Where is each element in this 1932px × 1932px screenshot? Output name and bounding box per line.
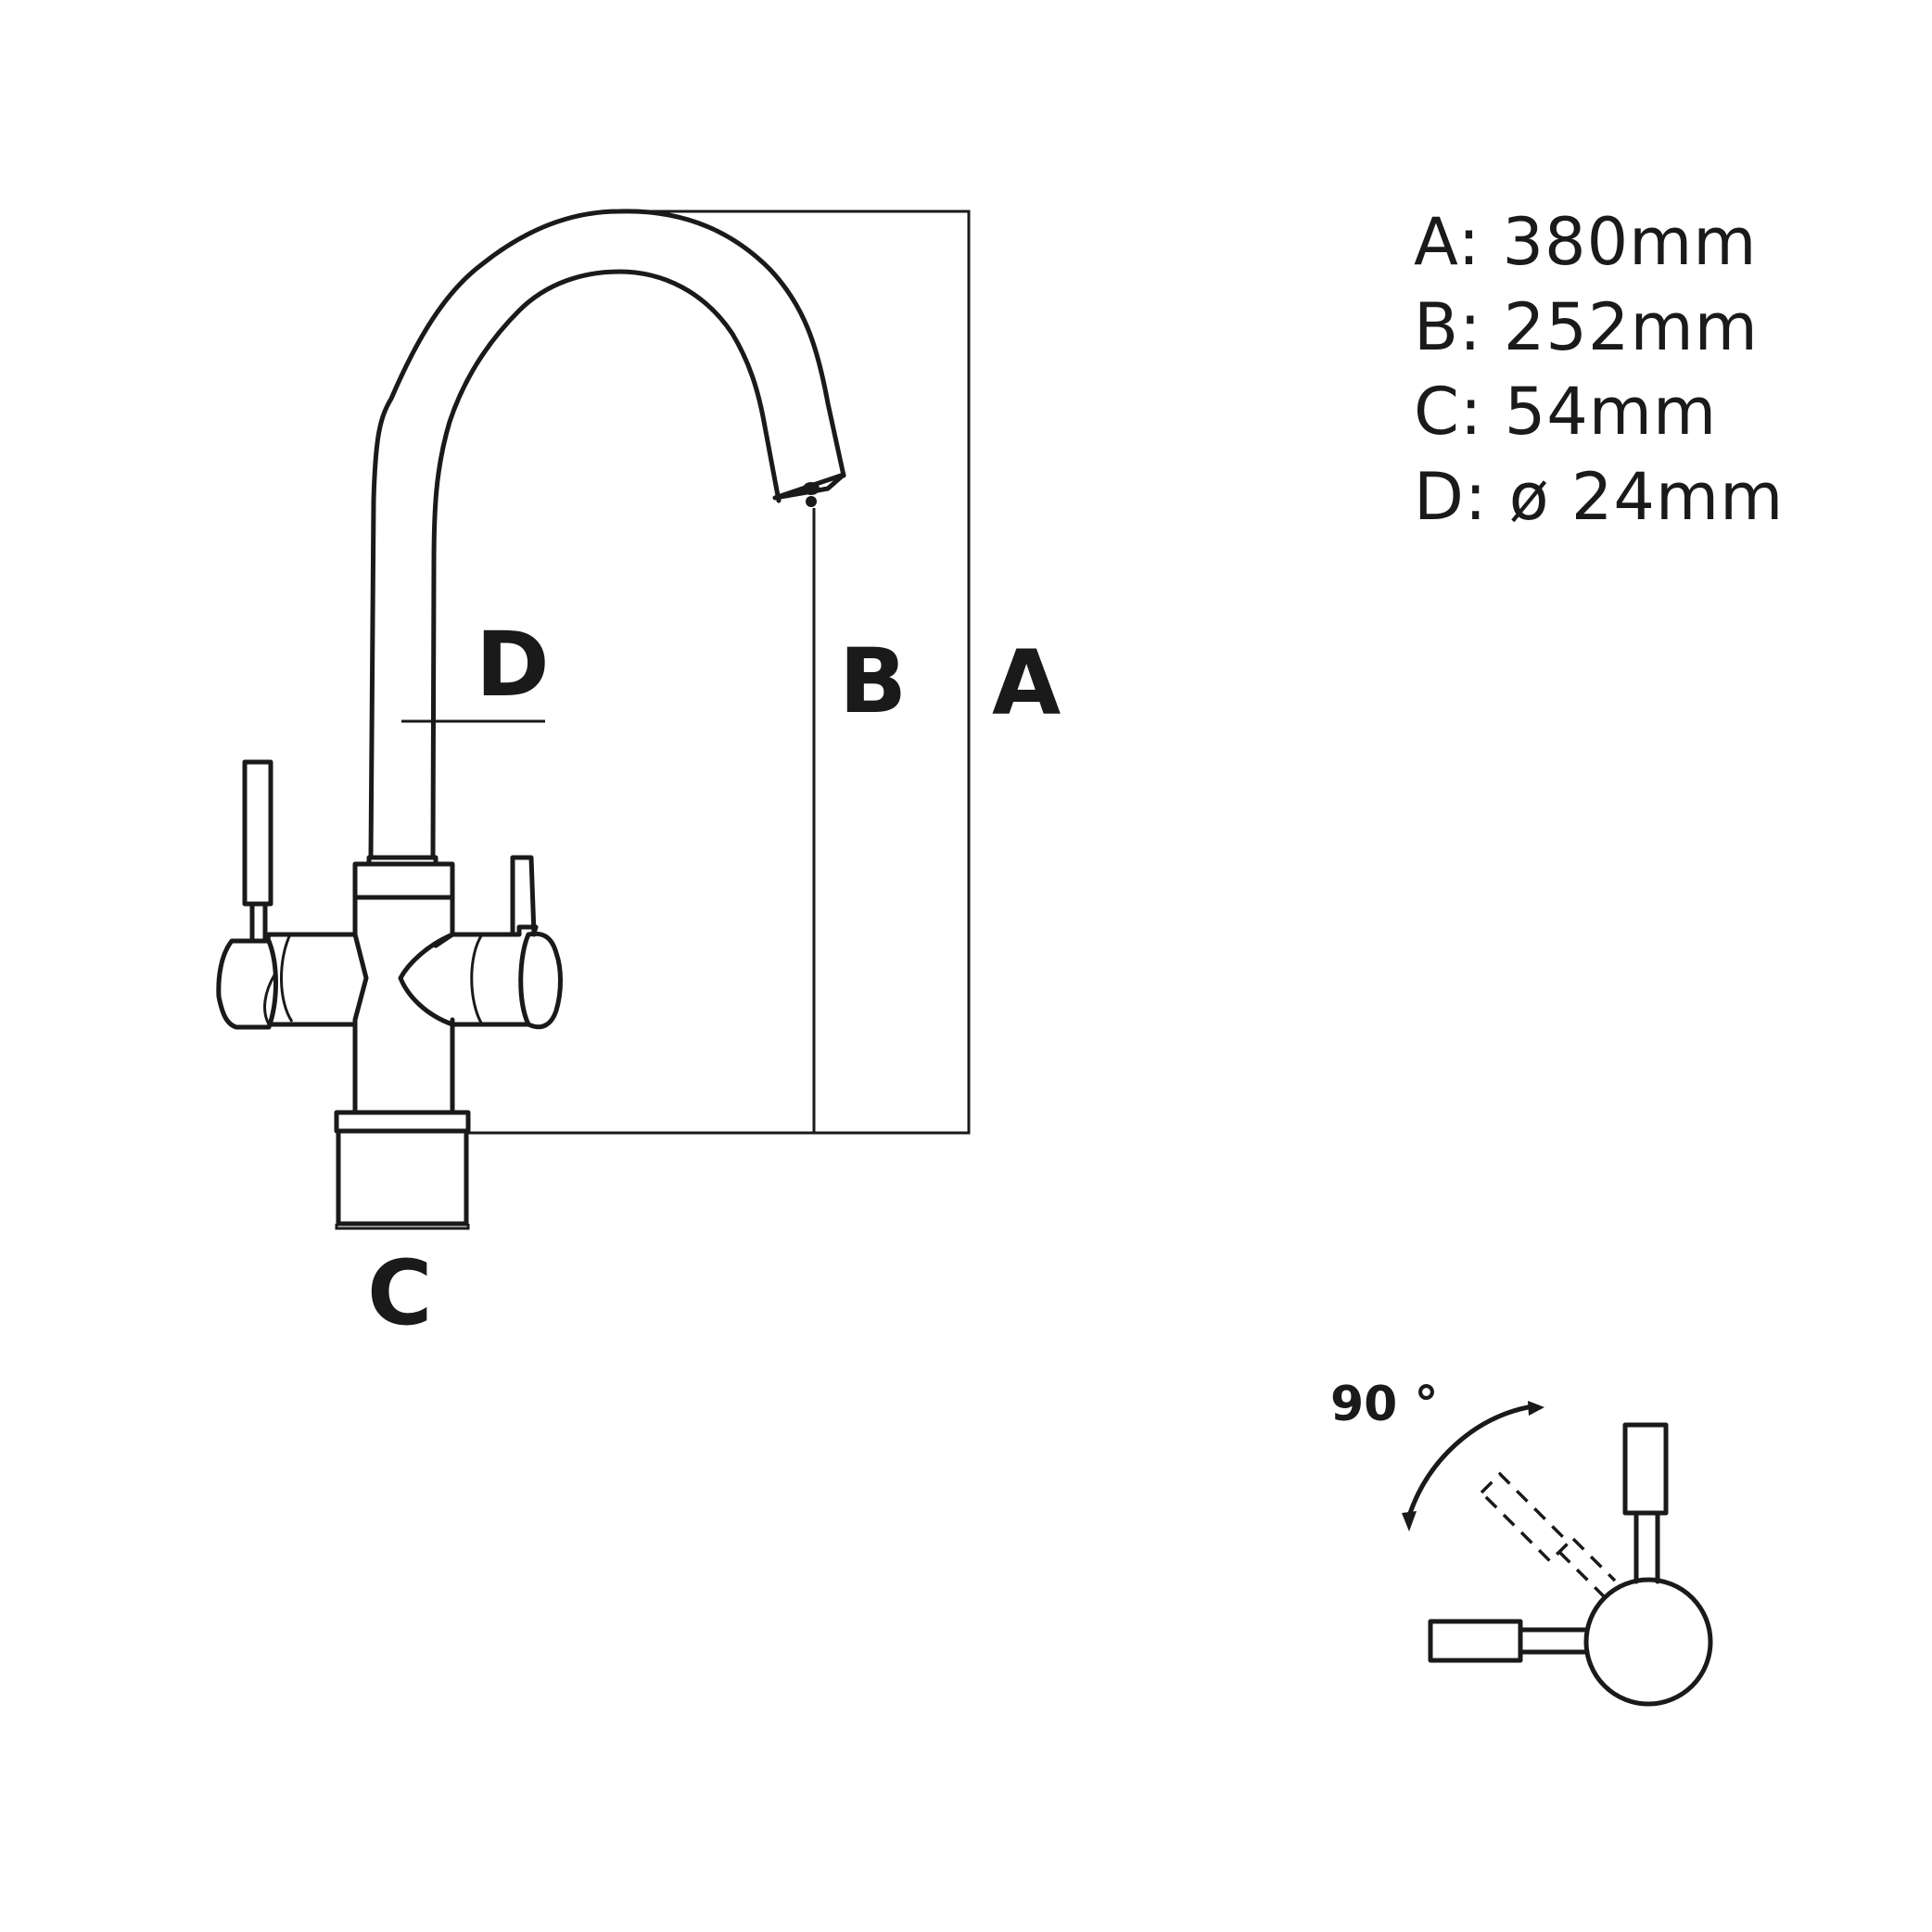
left-lever-stem [249,901,268,944]
aerator-dot [803,482,820,495]
left-handle-cap [216,938,278,1030]
label-B: B [839,629,907,733]
valve-hub-circle [1583,1577,1713,1707]
dimension-lines [335,210,971,1230]
right-valve-ring [470,934,484,1025]
label-D: D [476,613,550,717]
lever-up-stem [1633,1510,1660,1584]
dim-line-A [468,210,971,1135]
left-handle-cap-notch [263,972,277,1025]
faucet-drawing [216,209,846,1227]
arrowhead-start-icon [1402,1511,1417,1532]
lever-rotated-dashed-outline [1479,1471,1571,1564]
spec-A: A: 380mm [1414,204,1757,280]
rotation-arc-arrow [1406,1405,1531,1519]
base-mount [336,1128,469,1227]
lever-up-handle [1622,1422,1669,1516]
label-A: A [992,631,1061,735]
right-valve-cone [398,932,455,1027]
spec-C: C: 54mm [1414,374,1717,450]
spec-B: B: 252mm [1414,289,1759,365]
spout-outer-outline [368,209,846,860]
spec-D: D: ø 24mm [1414,459,1784,535]
spout-inner-outline [430,269,782,860]
arrowhead-end-icon [1528,1401,1544,1416]
rotation-angle-label: 90 ° [1330,1377,1438,1432]
rotation-diagram: 90 ° [1330,1377,1713,1707]
right-handle-cap [518,931,563,1030]
lever-left-stem [1518,1627,1590,1655]
body-top-cap [352,861,455,900]
dim-line-C [335,1224,470,1230]
label-C: C [367,1241,432,1345]
body-column [352,895,455,1115]
lever-left-handle [1428,1619,1523,1663]
left-valve-ring [280,934,294,1023]
lever-rotated-dashed-stem [1557,1537,1617,1604]
spec-list: A: 380mm B: 252mm C: 54mm D: ø 24mm [1414,204,1784,535]
right-lever-stem [510,855,537,937]
spout-collar [366,855,439,867]
base-flange [334,1110,471,1134]
aerator-center [806,496,817,507]
left-lever-handle [242,759,273,907]
